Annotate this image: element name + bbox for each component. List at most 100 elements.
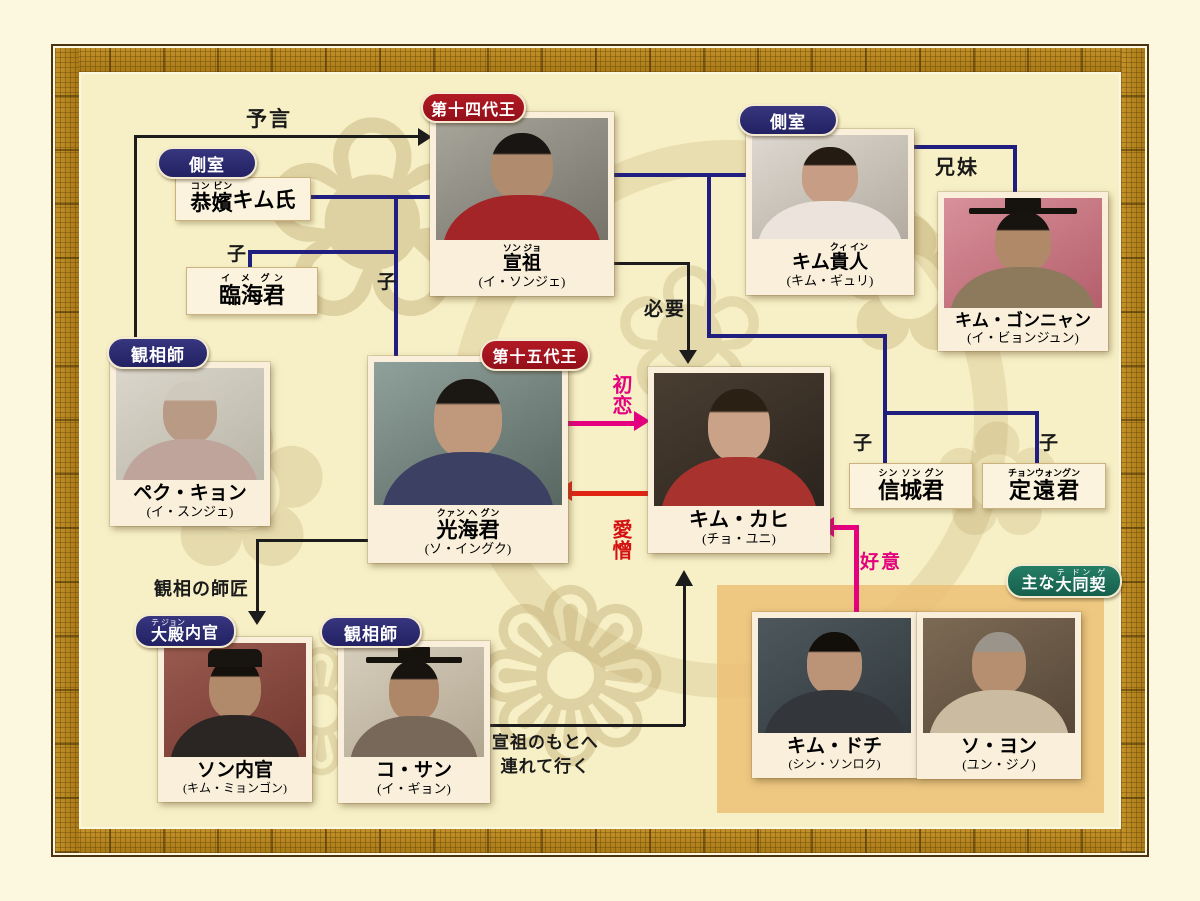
- imhaegun-name: 臨海君イ メ グン: [218, 272, 285, 308]
- connector-firstlove: [556, 421, 634, 426]
- photo-baekkyung: [116, 368, 264, 480]
- label-first-love: 初恋: [609, 374, 631, 416]
- label-goodwill: 好意: [860, 552, 903, 573]
- person-name: ソン内官: [196, 760, 273, 781]
- label-take-to-seonjo: 宣祖のもとへ 連れて行く: [492, 731, 599, 779]
- photo-soyeon: [923, 618, 1075, 733]
- label-prophecy: 予言: [246, 107, 292, 131]
- connector-lovehate: [572, 491, 648, 496]
- badge-physiognomist-bottom: 観相師: [320, 616, 422, 648]
- actor-name: (ユン・ジノ): [962, 756, 1036, 772]
- caption-kimgonnyang: キム・ゴンニャン (イ・ビョンジュン): [944, 308, 1102, 351]
- badge-15th-king: 第十五代王: [480, 339, 590, 371]
- person-name: キム・ゴンニャン: [955, 311, 1091, 330]
- gat-hat-icon: [366, 647, 462, 664]
- person-card-kimgwiin: キム貴人クィ イン (キム・ギュリ): [746, 129, 914, 295]
- actor-name: (キム・ギュリ): [786, 272, 874, 288]
- connector-imhaegun-drop: [248, 250, 252, 268]
- frame-top-band: [55, 48, 1145, 72]
- label-take-line2: 連れて行く: [500, 756, 591, 776]
- badge-daejeon-naegwan: 大殿テ ジョン内官: [134, 614, 236, 648]
- caption-seonjo: 宣祖ソン ジョ (イ・ソンジェ): [436, 240, 608, 296]
- name-box-imhaegun: 臨海君イ メ グン: [186, 267, 318, 315]
- person-card-soyeon: ソ・ヨン (ユン・ジノ): [917, 612, 1081, 779]
- actor-name: (シン・ソンロク): [788, 756, 881, 771]
- person-name: キム・カヒ: [689, 509, 789, 531]
- photo-kimgonnyang: [944, 198, 1102, 308]
- caption-kimgahee: キム・カヒ (チョ・ユニ): [654, 506, 824, 553]
- person-card-seonjo: 宣祖ソン ジョ (イ・ソンジェ): [430, 112, 614, 296]
- name-box-sinseonggun: 信城君シン ソン グン: [849, 463, 973, 509]
- arrowhead-firstlove: [634, 411, 650, 431]
- gongbin-name: 恭嬪コン ビン: [190, 181, 233, 215]
- caption-soyeon: ソ・ヨン (ユン・ジノ): [923, 733, 1075, 779]
- connector-take-vertical: [683, 586, 686, 726]
- connector-prophecy-vertical: [134, 137, 137, 363]
- frame-outer-line: [51, 44, 1149, 857]
- label-take-line1: 宣祖のもとへ: [492, 733, 599, 752]
- actor-name: (イ・ビョンジュン): [967, 329, 1079, 345]
- label-child-sinseong: 子: [853, 433, 875, 454]
- actor-name: (イ・スンジェ): [146, 503, 234, 519]
- jeongwongun-name: 定遠君チョンウォングン: [1007, 467, 1080, 503]
- person-card-gwanghae: 光海君クァン ヘ グン (ソ・イングク): [368, 356, 568, 564]
- photo-kimgwiin: [752, 135, 908, 239]
- actor-name: (キム・ミョンゴン): [183, 780, 287, 795]
- label-love-hate: 愛憎: [609, 519, 631, 561]
- gat-hat-icon: [969, 198, 1077, 215]
- actor-name: (イ・ソンジェ): [478, 273, 566, 289]
- actor-name: (ソ・イングク): [424, 541, 512, 557]
- badge-concubine-left: 側室: [157, 147, 257, 179]
- person-name: コ・サン: [375, 760, 452, 781]
- caption-kimgwiin: キム貴人クィ イン (キム・ギュリ): [752, 239, 908, 295]
- person-name: キム貴人クィ イン: [791, 242, 869, 273]
- connector-jeongwon-branch: [883, 411, 1039, 415]
- connector-gongbin-seonjo: [309, 195, 430, 199]
- name-box-jeongwongun: 定遠君チョンウォングン: [982, 463, 1106, 509]
- photo-seonjo: [436, 118, 608, 240]
- photo-gwanghae: [374, 362, 562, 505]
- person-card-kimgahee: キム・カヒ (チョ・ユニ): [648, 367, 830, 553]
- person-name: キム・ドチ: [786, 736, 882, 757]
- label-child-jeongwon: 子: [1039, 433, 1061, 454]
- arrowhead-take: [675, 570, 693, 586]
- arrowhead-prophecy: [418, 128, 432, 146]
- photo-songnaegwan: [164, 643, 306, 757]
- name-box-gongbin: 恭嬪コン ビンキム氏: [175, 177, 311, 221]
- connector-jeongwon-drop: [1035, 411, 1039, 463]
- connector-goodwill-vertical: [854, 525, 859, 613]
- frame-bottom-band: [55, 829, 1145, 853]
- connector-gongbin-gwanghae: [394, 195, 398, 358]
- connector-children-drop: [707, 173, 711, 336]
- actor-name: (チョ・ユニ): [702, 531, 776, 546]
- caption-kimdochi: キム・ドチ (シン・ソンロク): [758, 733, 911, 778]
- person-name: 宣祖ソン ジョ: [502, 243, 542, 274]
- badge-daejeon-ruby: 大殿テ ジョン: [150, 617, 185, 644]
- actor-name: (イ・ギョン): [377, 780, 451, 796]
- connector-children-horizontal: [707, 334, 887, 338]
- badge-concubine-right: 側室: [738, 104, 838, 136]
- connector-master-horizontal: [258, 539, 370, 542]
- person-card-gosan: コ・サン (イ・ギョン): [338, 641, 490, 803]
- badge-14th-king: 第十四代王: [421, 92, 526, 123]
- photo-kimgahee: [654, 373, 824, 506]
- person-card-kimdochi: キム・ドチ (シン・ソンロク): [752, 612, 917, 778]
- caption-gwanghae: 光海君クァン ヘ グン (ソ・イングク): [374, 505, 562, 563]
- person-name: ソ・ヨン: [960, 736, 1037, 757]
- connector-siblings-horizontal: [902, 145, 1016, 149]
- sinseonggun-name: 信城君シン ソン グン: [877, 467, 944, 503]
- official-hat-icon: [208, 648, 262, 667]
- connector-sinseong-drop: [883, 334, 887, 464]
- badge-daedong-ruby: 大同契テ ドン ゲ: [1055, 567, 1107, 594]
- person-name: 光海君クァン ヘ グン: [436, 508, 500, 542]
- badge-daedonggye: 主な大同契テ ドン ゲ: [1006, 564, 1122, 598]
- photo-gosan: [344, 647, 484, 757]
- connector-necessary-horizontal: [602, 262, 690, 265]
- caption-baekkyung: ペク・キョン (イ・スンジェ): [116, 480, 264, 526]
- label-child-imhaegun: 子: [227, 244, 249, 265]
- connector-take-horizontal: [477, 724, 685, 727]
- arrowhead-necessary: [679, 350, 697, 364]
- arrowhead-master: [248, 611, 266, 625]
- person-name: ペク・キョン: [133, 483, 247, 504]
- connector-imhaegun-branch: [250, 250, 396, 254]
